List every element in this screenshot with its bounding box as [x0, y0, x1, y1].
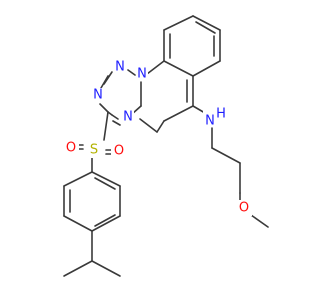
bond	[111, 114, 119, 120]
atom-n-triazole-1: N	[137, 67, 147, 82]
atom-o-sulfonyl-left: O	[66, 141, 76, 156]
bond	[163, 60, 194, 77]
atom-labels: N N N N N H S O O O	[63, 60, 252, 216]
bond	[139, 118, 158, 133]
bond	[192, 15, 221, 31]
bond	[250, 214, 269, 228]
bond	[146, 60, 165, 75]
bond	[112, 120, 121, 126]
bond	[94, 177, 116, 190]
bond	[163, 105, 194, 122]
atom-h-amine: H	[216, 107, 226, 122]
bond	[103, 111, 109, 141]
bond	[127, 69, 136, 76]
bond	[195, 21, 216, 34]
atom-n-triazole-3: N	[93, 88, 103, 103]
bond	[63, 171, 93, 187]
bond	[91, 260, 121, 277]
bond	[100, 75, 109, 89]
bond	[94, 214, 116, 227]
atom-n-triazole-2: N	[115, 60, 125, 75]
atom-n-pyrimidine: N	[123, 110, 133, 125]
atom-o-sulfonyl-right: O	[114, 144, 124, 159]
bonds	[63, 15, 269, 277]
bond	[156, 120, 165, 133]
atom-o-methoxy: O	[239, 201, 249, 216]
bond	[63, 260, 93, 277]
bond	[91, 171, 121, 187]
atom-s-sulfonyl: S	[90, 143, 98, 158]
atom-n-amine: N	[205, 114, 215, 129]
molecule-structure: N N N N N H S O O O	[63, 15, 269, 277]
bond	[91, 215, 121, 232]
bond	[211, 147, 241, 164]
bond	[99, 103, 109, 113]
bond	[163, 15, 194, 31]
bond	[192, 60, 221, 77]
bond	[63, 215, 93, 232]
